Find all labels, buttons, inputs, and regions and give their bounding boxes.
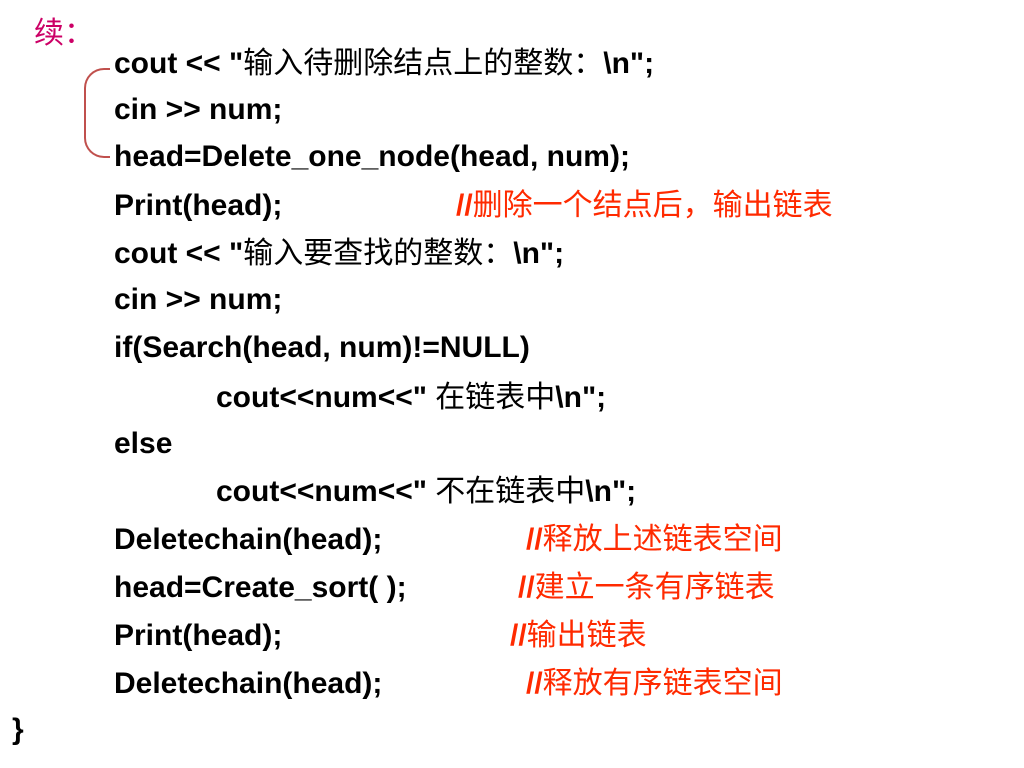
comment-text: 删除一个结点后，输出链表 (472, 188, 833, 223)
code-text: \n"; (513, 237, 565, 270)
comment-slashes: // (510, 619, 527, 652)
comment-delete-then-print: //删除一个结点后，输出链表 (456, 184, 833, 228)
comment-text: 建立一条有序链表 (534, 570, 775, 605)
code-chinese-text: 输入待删除结点上的整数： (243, 46, 604, 81)
closing-brace: } (12, 713, 24, 746)
comment-slashes: // (518, 571, 535, 604)
code-text: Print(head); (114, 189, 283, 222)
code-text: cin >> num; (114, 283, 283, 316)
code-text: cout << " (114, 47, 244, 80)
code-text: Deletechain(head); (114, 667, 383, 700)
code-line-found: cout<<num<<" 在链表中\n"; (216, 376, 606, 420)
code-text: cout<<num<<" (216, 475, 436, 508)
code-line-deletechain-2: Deletechain(head); (114, 662, 382, 706)
code-chinese-text: 在链表中 (435, 380, 556, 415)
code-text: Deletechain(head); (114, 523, 383, 556)
code-text: head=Create_sort( ); (114, 571, 407, 604)
code-text: if(Search(head, num)!=NULL) (114, 331, 530, 364)
code-line-cin-2: cin >> num; (114, 278, 282, 322)
code-line-delete-node: head=Delete_one_node(head, num); (114, 135, 630, 179)
comment-free-list: //释放上述链表空间 (526, 518, 783, 562)
code-line-create-sort: head=Create_sort( ); (114, 566, 407, 610)
code-text: cout << " (114, 237, 244, 270)
comment-text: 输出链表 (526, 618, 647, 653)
code-line-cin-1: cin >> num; (114, 88, 282, 132)
code-text: \n"; (585, 475, 637, 508)
grouping-bracket (84, 68, 110, 158)
code-text: \n"; (603, 47, 655, 80)
code-line-if-search: if(Search(head, num)!=NULL) (114, 326, 530, 370)
code-line-prompt-search: cout << "输入要查找的整数：\n"; (114, 232, 564, 276)
code-line-prompt-delete: cout << "输入待删除结点上的整数：\n"; (114, 42, 654, 86)
code-line-deletechain-1: Deletechain(head); (114, 518, 382, 562)
comment-slashes: // (526, 523, 543, 556)
code-text: Print(head); (114, 619, 283, 652)
comment-print-list: //输出链表 (510, 614, 647, 658)
code-chinese-text: 输入要查找的整数： (243, 236, 514, 271)
comment-text: 释放有序链表空间 (542, 666, 783, 701)
code-line-not-found: cout<<num<<" 不在链表中\n"; (216, 470, 636, 514)
code-text: cin >> num; (114, 93, 283, 126)
comment-slashes: // (526, 667, 543, 700)
code-text: \n"; (555, 381, 607, 414)
comment-text: 释放上述链表空间 (542, 522, 783, 557)
code-text: else (114, 427, 173, 460)
comment-slashes: // (456, 189, 473, 222)
code-line-print-2: Print(head); (114, 614, 282, 658)
comment-free-sorted: //释放有序链表空间 (526, 662, 783, 706)
code-text: cout<<num<<" (216, 381, 436, 414)
code-line-print-1: Print(head); (114, 184, 282, 228)
comment-create-sorted: //建立一条有序链表 (518, 566, 775, 610)
code-line-else: else (114, 422, 172, 466)
continue-label: 续： (34, 16, 94, 51)
code-text: head=Delete_one_node(head, num); (114, 140, 630, 173)
code-chinese-text: 不在链表中 (435, 474, 586, 509)
